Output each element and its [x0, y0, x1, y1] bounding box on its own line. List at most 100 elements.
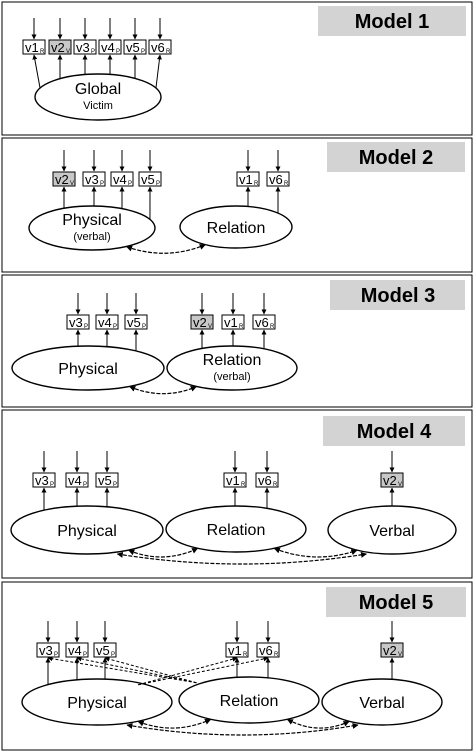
variable-subscript: R: [241, 482, 246, 488]
variable-box: [124, 314, 148, 330]
variable-label: v5: [141, 172, 155, 187]
variable-label: v6: [151, 40, 165, 55]
variable-subscript: R: [243, 652, 248, 658]
variable-label: v2: [51, 40, 65, 55]
variable-subscript: P: [128, 181, 132, 187]
variable-box: [221, 314, 245, 330]
factor-relation: Relation: [165, 505, 307, 553]
variable-subscript: P: [142, 324, 146, 330]
variable-box: [98, 39, 122, 55]
factor-label: Physical: [57, 523, 117, 540]
covariance-arrow: [116, 551, 367, 565]
variable-subscript: P: [113, 482, 117, 488]
factor-relation: Relation: [178, 676, 320, 724]
factor-ellipse: [28, 205, 156, 251]
variable-subscript: P: [156, 181, 160, 187]
variable-subscript: V: [70, 181, 74, 187]
factor-ellipse: [11, 345, 165, 391]
variable-label: v1: [25, 40, 39, 55]
variable-box: [190, 314, 214, 330]
variable-label: v1: [226, 473, 240, 488]
variable-subscript: P: [116, 49, 120, 55]
variable-subscript: R: [166, 49, 171, 55]
factor-relation: Relation (verbal): [166, 345, 298, 391]
variable-label: v2: [383, 473, 397, 488]
factor-sublabel: (verbal): [213, 371, 250, 383]
variable-box: [48, 39, 72, 55]
variable-subscript: P: [91, 49, 95, 55]
variable-label: v1: [224, 315, 238, 330]
title-box: [326, 587, 466, 617]
variable-box: [52, 171, 76, 187]
cross-loading-path: [76, 656, 197, 684]
variable-box: [22, 39, 46, 55]
variable-box: [123, 39, 147, 55]
variable-label: v5: [127, 315, 141, 330]
model-title: Model 5: [359, 592, 433, 614]
factor-physical: Physical: [10, 505, 164, 555]
variable-label: v6: [269, 172, 283, 187]
variable-subscript: R: [274, 652, 279, 658]
variable-box: [266, 171, 290, 187]
variable-box: [236, 171, 260, 187]
variable-label: v6: [255, 315, 269, 330]
variable-label: v4: [98, 315, 112, 330]
variable-label: v3: [69, 315, 83, 330]
title-box: [330, 280, 465, 310]
title-box: [327, 142, 465, 172]
factor-label: Relation: [207, 522, 266, 539]
variable-subscript: P: [50, 482, 54, 488]
title-box: [318, 6, 466, 36]
covariance-arrow: [126, 244, 206, 254]
factor-physical: Physical: [11, 345, 165, 391]
variable-label: v4: [68, 643, 82, 658]
factor-ellipse: [10, 505, 164, 555]
covariance-arrow: [129, 386, 197, 395]
variable-subscript: P: [111, 652, 115, 658]
variable-label: v3: [85, 172, 99, 187]
variable-box: [138, 171, 162, 187]
factor-label: Relation: [207, 220, 266, 237]
factor-ellipse: [166, 345, 298, 391]
variable-subscript: P: [113, 324, 117, 330]
variable-subscript: V: [66, 49, 70, 55]
variable-subscript: P: [83, 652, 87, 658]
variable-subscript: R: [239, 324, 244, 330]
covariance-arrow: [126, 722, 359, 736]
variable-label: v3: [76, 40, 90, 55]
factor-ellipse: [179, 205, 293, 249]
variable-subscript: P: [83, 482, 87, 488]
variable-box: [32, 472, 56, 488]
variable-label: v4: [68, 473, 82, 488]
variable-box: [65, 472, 89, 488]
factor-label: Relation: [203, 352, 262, 369]
factor-ellipse: [321, 678, 443, 726]
factor-label: Physical: [67, 695, 127, 712]
variable-box: [95, 314, 119, 330]
model-title: Model 1: [355, 11, 429, 33]
factor-verbal: Verbal: [321, 678, 443, 726]
